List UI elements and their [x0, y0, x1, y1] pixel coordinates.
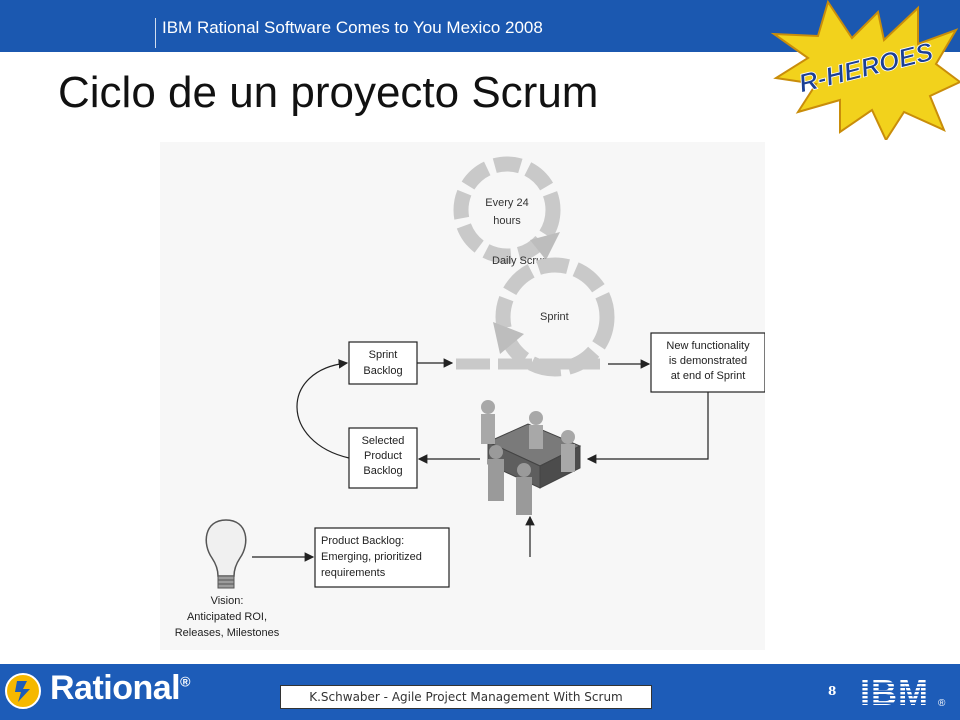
rational-brand: Rational	[50, 669, 181, 707]
daily-scrum-label: Daily Scrum	[492, 255, 551, 267]
svg-text:requirements: requirements	[321, 567, 386, 579]
svg-text:Selected: Selected	[362, 435, 405, 447]
sprint-loop	[456, 257, 615, 377]
sprint-label: Sprint	[540, 311, 569, 323]
event-title: IBM Rational Software Comes to You Mexic…	[162, 18, 543, 37]
burst-shape	[770, 0, 960, 140]
arrow-selected-to-sprint-backlog	[296, 359, 350, 459]
svg-text:Product: Product	[364, 450, 402, 462]
daily-loop-label-line2: hours	[493, 215, 521, 227]
vision-label: Vision: Anticipated ROI, Releases, Miles…	[175, 595, 280, 639]
ibm-logo: IBM ®	[860, 672, 946, 712]
svg-text:Sprint: Sprint	[369, 349, 398, 361]
header-divider	[155, 18, 156, 48]
daily-scrum-loop: Every 24 hours	[453, 156, 561, 264]
daily-loop-label-line1: Every 24	[485, 197, 528, 209]
svg-text:Vision:: Vision:	[211, 595, 244, 607]
daily-loop-arrowhead	[530, 232, 560, 260]
arrow-new-functionality-to-team	[586, 392, 709, 464]
sprint-loop-arrowhead	[493, 322, 524, 354]
team-meeting-icon	[481, 400, 582, 515]
ibm-reg-mark: ®	[938, 698, 946, 709]
selected-product-backlog-box: Selected Product Backlog	[348, 427, 418, 489]
svg-text:Releases, Milestones: Releases, Milestones	[175, 627, 280, 639]
svg-text:Anticipated ROI,: Anticipated ROI,	[187, 611, 267, 623]
svg-text:Backlog: Backlog	[363, 365, 402, 377]
svg-text:at end of Sprint: at end of Sprint	[671, 370, 746, 382]
diagram-background	[160, 142, 765, 650]
rational-logo: Rational®	[50, 669, 190, 708]
sprint-backlog-box: Sprint Backlog	[348, 341, 418, 385]
svg-text:Emerging, prioritized: Emerging, prioritized	[321, 551, 422, 563]
lightbulb-icon	[205, 519, 247, 589]
r-heroes-badge: R-HEROES	[770, 0, 960, 140]
svg-text:Product Backlog:: Product Backlog:	[321, 535, 404, 547]
slide-title: Ciclo de un proyecto Scrum	[58, 68, 599, 117]
svg-text:is demonstrated: is demonstrated	[669, 355, 747, 367]
ibm-logo-text: IBM	[860, 672, 929, 712]
product-backlog-box: Product Backlog: Emerging, prioritized r…	[314, 527, 450, 588]
citation: K.Schwaber - Agile Project Management Wi…	[280, 685, 652, 709]
page-number: 8	[828, 684, 837, 698]
scrum-cycle-diagram: Every 24 hours Daily Scrum Sprint Sprint…	[160, 142, 765, 650]
svg-text:New functionality: New functionality	[666, 340, 750, 352]
rational-emblem-icon	[5, 673, 41, 709]
new-functionality-box: New functionality is demonstrated at end…	[650, 332, 765, 393]
svg-text:Backlog: Backlog	[363, 465, 402, 477]
rational-reg-mark: ®	[180, 673, 190, 690]
